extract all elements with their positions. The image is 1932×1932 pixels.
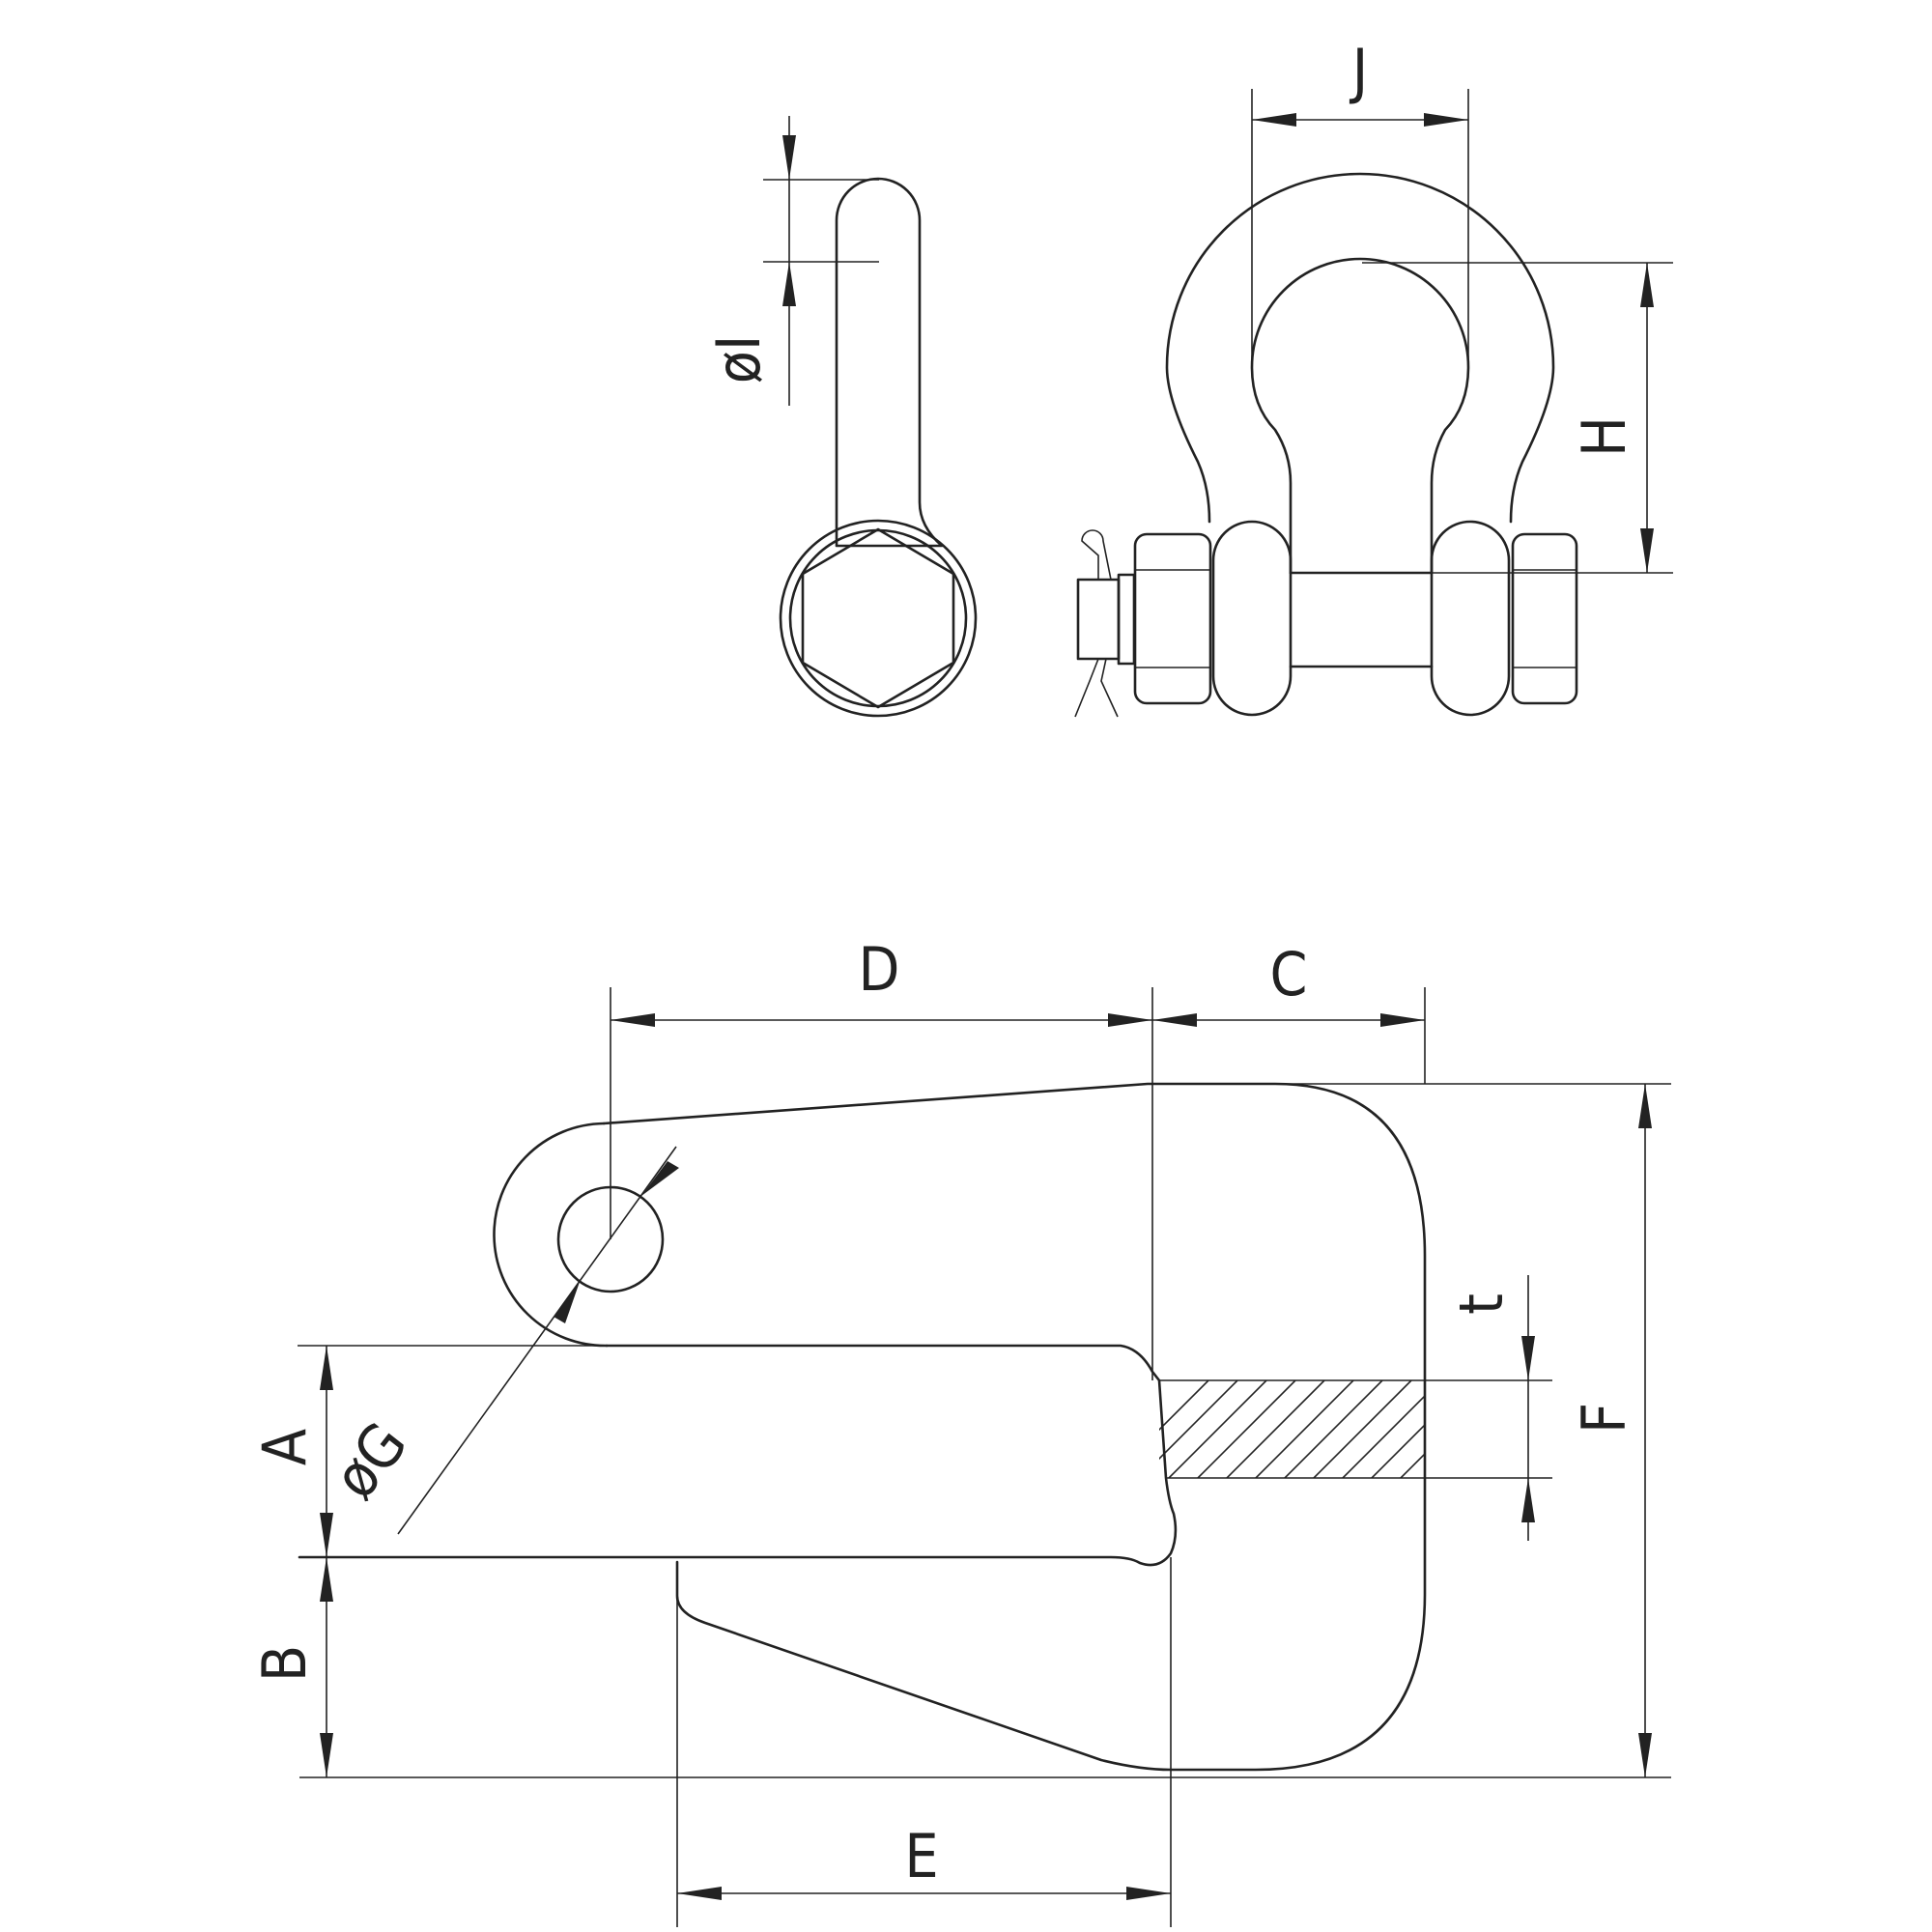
plate-section-hatch (1159, 1379, 1552, 1479)
shackle-side-view: øI (703, 116, 978, 718)
dim-label-f: F (1569, 1403, 1639, 1434)
dim-label-c: C (1270, 939, 1308, 1009)
dim-label-j: J (1350, 36, 1368, 106)
plate-clamp-body (298, 1082, 1427, 1772)
clamp-dimension-labels: D C t F A B E øG (249, 934, 1639, 1891)
dim-label-b: B (249, 1645, 320, 1682)
shackle-front-view: J H (1074, 36, 1673, 718)
dim-label-t: t (1446, 1293, 1517, 1315)
dim-label-h: H (1569, 416, 1639, 457)
dim-label-a: A (249, 1429, 320, 1465)
dim-label-e: E (904, 1821, 938, 1891)
dim-label-d: D (859, 934, 900, 1005)
dim-label-g: øG (319, 1409, 420, 1512)
clamp-dimension-lines (298, 987, 1671, 1927)
dim-label-i: øI (703, 335, 774, 384)
